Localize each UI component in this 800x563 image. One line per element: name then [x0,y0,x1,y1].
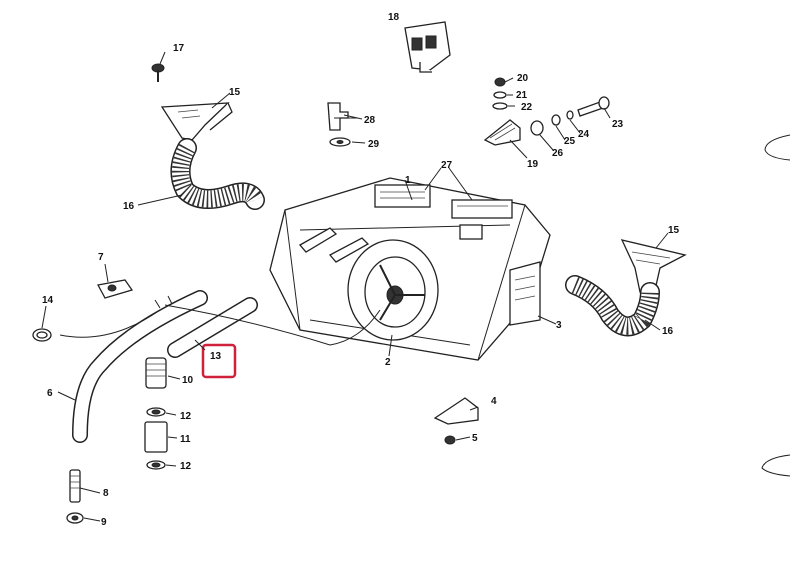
callout-7: 7 [98,252,104,263]
callout-20: 20 [517,73,529,84]
callout-24: 24 [578,129,590,140]
callout-3: 3 [556,320,562,331]
part-valve-stack [144,357,168,470]
callout-26: 26 [552,148,564,159]
callout-15-left: 15 [229,87,241,98]
part-pipe-13 [167,297,258,358]
callout-13: 13 [210,351,222,362]
part-nipple-8 [66,469,84,524]
part-fasteners [483,77,610,146]
part-relay [404,21,451,73]
scan-mark-top [764,134,791,161]
part-bleed-valve [327,102,358,147]
part-bracket-4 [433,397,479,445]
part-nozzle-left [160,102,233,141]
callout-8: 8 [103,488,109,499]
callout-10: 10 [182,375,194,386]
part-hose-right [565,275,660,337]
callout-27: 27 [441,160,453,171]
callout-18: 18 [388,12,400,23]
callout-29: 29 [368,139,380,150]
callout-16-right: 16 [662,326,674,337]
part-heater-housing [269,177,551,361]
callout-17: 17 [173,43,185,54]
callout-1: 1 [405,175,411,186]
callout-23: 23 [612,119,624,130]
scan-mark-bottom [761,454,791,477]
callout-22: 22 [521,102,533,113]
callout-12-upper: 12 [180,411,192,422]
callout-11: 11 [180,434,191,445]
part-screw-17 [151,63,165,82]
callout-19: 19 [527,159,539,170]
highlight-callout-13[interactable]: 13 [194,339,237,379]
callout-2: 2 [385,357,391,368]
callout-14: 14 [42,295,54,306]
callout-15-right: 15 [668,225,680,236]
wiring-harness [59,304,381,346]
callout-21: 21 [516,90,528,101]
callout-28: 28 [364,115,376,126]
part-clip-7 [97,279,134,299]
highlight-box [201,343,237,379]
leader-lines [41,51,669,522]
callout-5: 5 [472,433,478,444]
callout-16-left: 16 [123,201,135,212]
part-clamp-14 [32,328,52,342]
callout-25: 25 [564,136,576,147]
callout-4: 4 [491,396,497,407]
callout-9: 9 [101,517,107,528]
callout-labels: 1 2 3 4 5 6 7 8 9 10 11 12 12 14 15 15 1… [42,12,680,528]
callout-6: 6 [47,388,53,399]
wire-ends [154,295,173,309]
part-hose-left [170,138,265,210]
callout-12-lower: 12 [180,461,192,472]
part-pipe [72,290,208,443]
